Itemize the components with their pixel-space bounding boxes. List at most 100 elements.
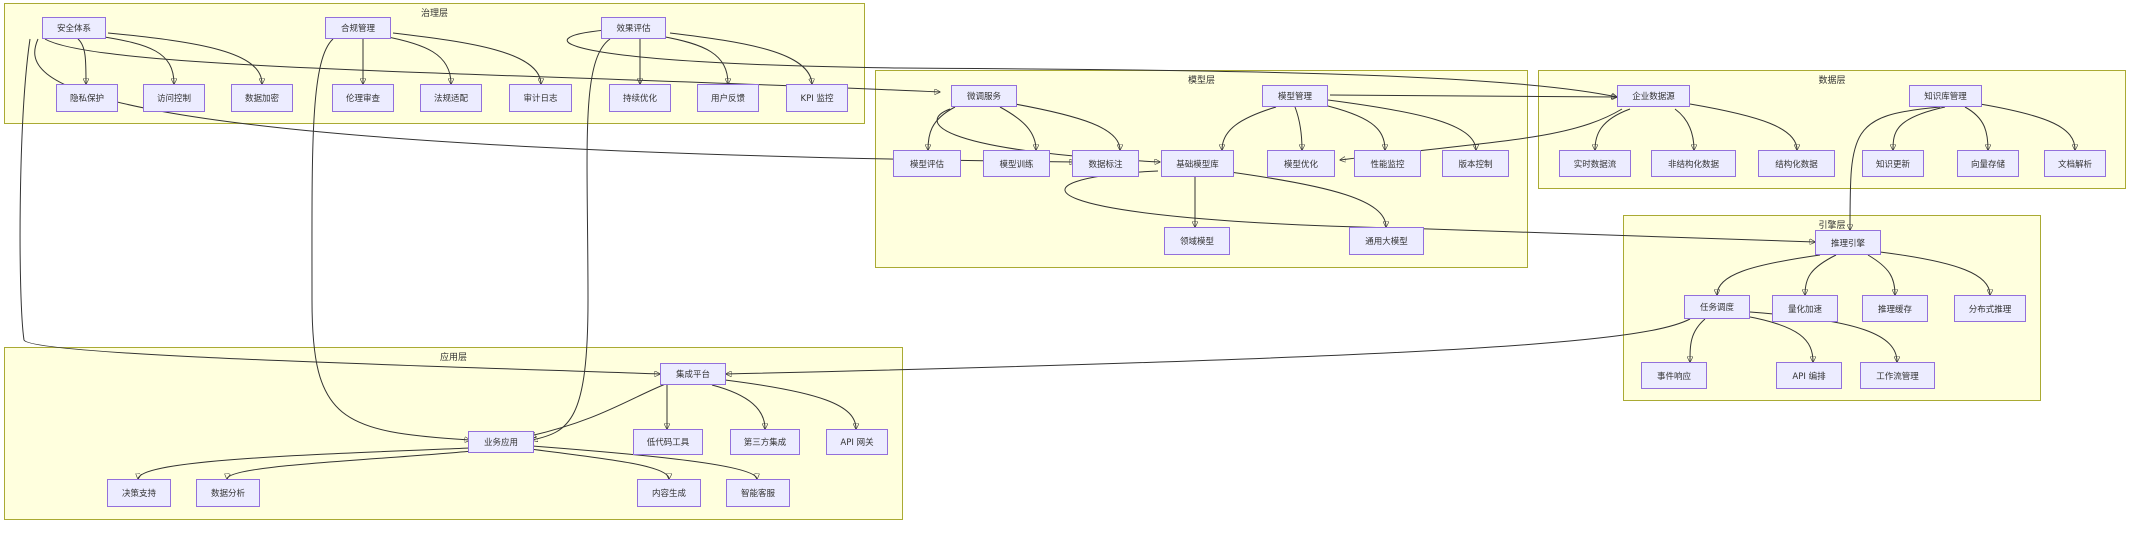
edge-enterprise-realtime	[1595, 108, 1631, 150]
node-version-control[interactable]: 版本控制	[1442, 150, 1509, 177]
cluster-title-engine: 引擎层	[1818, 221, 1846, 231]
edge-enterprise-unstructured	[1674, 108, 1694, 150]
node-inference-cache[interactable]: 推理缓存	[1862, 295, 1928, 322]
cluster-title-model: 模型层	[1187, 76, 1215, 86]
edge-effect-business	[532, 38, 611, 440]
node-kpi-monitor[interactable]: KPI 监控	[786, 84, 848, 112]
edge-task-api	[1744, 315, 1813, 362]
label-dist-inference: 分布式推理	[1968, 304, 2012, 315]
node-integration-platform[interactable]: 集成平台	[660, 363, 726, 385]
node-doc-parse[interactable]: 文档解析	[2044, 150, 2106, 177]
node-continuous-opt[interactable]: 持续优化	[609, 84, 671, 112]
label-base-model-lib: 基础模型库	[1176, 159, 1219, 170]
node-workflow-mgmt[interactable]: 工作流管理	[1860, 362, 1935, 389]
node-quant-accel[interactable]: 量化加速	[1772, 295, 1838, 322]
node-kb-mgmt[interactable]: 知识库管理	[1909, 85, 1982, 107]
label-event-response: 事件响应	[1656, 371, 1691, 382]
node-model-training[interactable]: 模型训练	[983, 150, 1050, 177]
edge-business-decision	[138, 447, 471, 479]
edge-kb-inference	[1850, 106, 1941, 230]
node-content-gen[interactable]: 内容生成	[637, 479, 701, 507]
label-model-eval: 模型评估	[909, 159, 944, 170]
edge-kb-doc	[1979, 103, 2075, 150]
node-smart-cs[interactable]: 智能客服	[726, 479, 790, 507]
label-security: 安全体系	[56, 24, 91, 34]
edge-inference-task	[1717, 254, 1821, 295]
label-task-schedule: 任务调度	[1699, 303, 1734, 313]
edge-mgmt-version	[1327, 99, 1476, 150]
edge-finetune-eval	[928, 106, 956, 150]
node-perf-monitor[interactable]: 性能监控	[1354, 150, 1421, 177]
label-perf-monitor: 性能监控	[1370, 159, 1405, 170]
label-effect-eval: 效果评估	[616, 24, 651, 34]
node-dist-inference[interactable]: 分布式推理	[1954, 295, 2026, 322]
label-enterprise-data: 企业数据源	[1632, 92, 1675, 102]
edge-kb-vector	[1964, 106, 1988, 150]
label-regulation-adapt: 法规适配	[433, 94, 468, 104]
edge-integration-thirdparty	[711, 384, 765, 429]
node-model-opt[interactable]: 模型优化	[1267, 150, 1335, 177]
node-base-model-lib[interactable]: 基础模型库	[1161, 150, 1234, 177]
edge-integration-business	[530, 382, 669, 436]
node-compliance[interactable]: 合规管理	[325, 17, 391, 39]
node-task-schedule[interactable]: 任务调度	[1684, 295, 1750, 319]
label-compliance: 合规管理	[340, 24, 375, 34]
node-model-mgmt[interactable]: 模型管理	[1262, 85, 1328, 107]
cluster-title-application: 应用层	[439, 353, 467, 363]
node-inference-engine[interactable]: 推理引擎	[1815, 230, 1881, 255]
node-vector-store[interactable]: 向量存储	[1957, 150, 2019, 177]
label-audit-log: 审计日志	[523, 94, 558, 104]
label-model-opt: 模型优化	[1283, 159, 1318, 170]
node-lowcode-tools[interactable]: 低代码工具	[633, 429, 703, 455]
label-domain-model: 领域模型	[1179, 237, 1214, 247]
label-version-control: 版本控制	[1458, 159, 1493, 170]
label-access-control: 访问控制	[156, 94, 191, 104]
edge-effect-enterprise	[566, 29, 1617, 97]
node-api-gateway[interactable]: API 网关	[826, 429, 888, 455]
node-data-encryption[interactable]: 数据加密	[231, 84, 293, 112]
node-user-feedback[interactable]: 用户反馈	[697, 84, 759, 112]
node-domain-model[interactable]: 领域模型	[1164, 227, 1230, 255]
label-api-gateway: API 网关	[840, 438, 874, 448]
node-enterprise-data[interactable]: 企业数据源	[1617, 85, 1690, 107]
node-kb-update[interactable]: 知识更新	[1862, 150, 1924, 177]
label-finetune-service: 微调服务	[966, 92, 1001, 102]
node-data-labeling[interactable]: 数据标注	[1072, 150, 1139, 177]
node-access-control[interactable]: 访问控制	[143, 84, 205, 112]
edge-kb-update	[1893, 106, 1946, 150]
node-security[interactable]: 安全体系	[42, 17, 106, 39]
label-user-feedback: 用户反馈	[710, 94, 745, 104]
label-data-analysis: 数据分析	[210, 489, 245, 499]
label-lowcode-tools: 低代码工具	[646, 438, 690, 448]
label-model-training: 模型训练	[999, 159, 1034, 170]
edge-security-integration	[19, 38, 660, 374]
edge-finetune-training	[999, 106, 1036, 150]
node-audit-log[interactable]: 审计日志	[509, 84, 572, 112]
label-data-encryption: 数据加密	[244, 94, 279, 104]
node-business-app[interactable]: 业务应用	[468, 431, 534, 453]
label-continuous-opt: 持续优化	[622, 94, 657, 104]
node-api-orchestration[interactable]: API 编排	[1776, 362, 1842, 389]
node-general-llm[interactable]: 通用大模型	[1349, 227, 1424, 255]
label-kpi-monitor: KPI 监控	[800, 94, 834, 104]
label-unstructured-data: 非结构化数据	[1667, 159, 1719, 170]
node-regulation-adapt[interactable]: 法规适配	[420, 84, 482, 112]
node-data-analysis[interactable]: 数据分析	[196, 479, 260, 507]
node-event-response[interactable]: 事件响应	[1641, 362, 1707, 389]
node-third-party[interactable]: 第三方集成	[730, 429, 800, 455]
edge-inference-quant	[1805, 254, 1837, 295]
node-realtime-stream[interactable]: 实时数据流	[1559, 150, 1631, 177]
edge-compliance-regulation	[382, 35, 451, 84]
node-ethics-review[interactable]: 伦理审查	[332, 84, 394, 112]
node-unstructured-data[interactable]: 非结构化数据	[1651, 150, 1736, 177]
label-content-gen: 内容生成	[651, 489, 686, 499]
edge-mgmt-opt	[1294, 106, 1302, 150]
node-structured-data[interactable]: 结构化数据	[1758, 150, 1835, 177]
node-effect-eval[interactable]: 效果评估	[601, 17, 666, 39]
node-privacy[interactable]: 隐私保护	[56, 84, 118, 112]
edge-security-privacy	[77, 38, 86, 84]
node-decision-support[interactable]: 决策支持	[107, 479, 171, 507]
node-model-eval[interactable]: 模型评估	[893, 150, 961, 177]
node-finetune-service[interactable]: 微调服务	[951, 85, 1017, 107]
edge-enterprise-structured	[1689, 103, 1797, 150]
